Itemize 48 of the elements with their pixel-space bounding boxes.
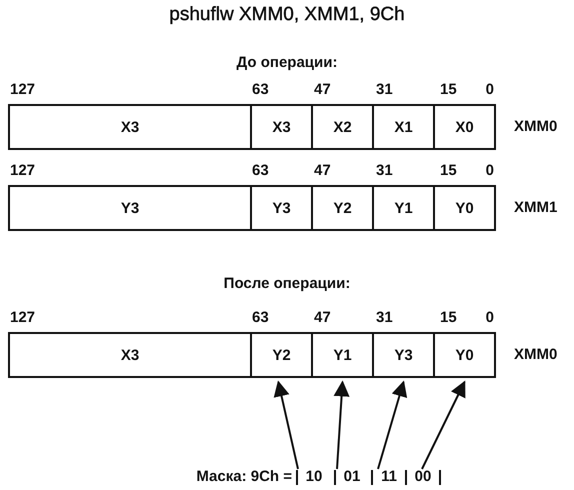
- register-name: XMM0: [514, 346, 558, 364]
- register-field: Y2: [311, 185, 374, 231]
- register-field: X1: [372, 104, 435, 150]
- arrow: [334, 380, 350, 470]
- bit-index: 0: [486, 309, 494, 327]
- register-field: Y1: [372, 185, 435, 231]
- bit-index: 47: [314, 309, 331, 327]
- bit-index: 127: [10, 309, 36, 327]
- bit-index: 15: [440, 309, 457, 327]
- bit-index: 0: [486, 162, 494, 180]
- bit-index: 47: [314, 162, 331, 180]
- arrow: [377, 380, 408, 470]
- register-field: Y1: [311, 332, 374, 378]
- bit-index: 47: [314, 81, 331, 99]
- bit-index: 31: [376, 309, 393, 327]
- bit-index: 0: [486, 81, 494, 99]
- register-field: X3: [250, 104, 313, 150]
- bit-index: 31: [376, 81, 393, 99]
- arrow: [421, 380, 466, 470]
- arrow: [274, 380, 299, 470]
- mask-bits: 10: [306, 468, 322, 486]
- register-field: Y3: [372, 332, 435, 378]
- register-field: X0: [433, 104, 496, 150]
- bit-index: 15: [440, 81, 457, 99]
- register-field: X3: [8, 332, 252, 378]
- register-field: X3: [8, 104, 252, 150]
- bit-index: 31: [376, 162, 393, 180]
- mask-bits: 00: [414, 468, 432, 486]
- bit-index: 127: [10, 162, 36, 180]
- register-field: Y3: [250, 185, 313, 231]
- bit-index: 63: [252, 162, 269, 180]
- bit-index: 63: [252, 309, 269, 327]
- register-field: Y0: [433, 332, 496, 378]
- register-field: Y2: [250, 332, 313, 378]
- register-field: X2: [311, 104, 374, 150]
- bit-index: 15: [440, 162, 457, 180]
- section-heading: До операции:: [236, 54, 338, 72]
- register-field: Y3: [8, 185, 252, 231]
- mask-bits: 11: [381, 468, 397, 486]
- bit-index: 63: [252, 81, 269, 99]
- register-field: Y0: [433, 185, 496, 231]
- mask-label: Маска: 9Ch =: [196, 468, 292, 486]
- section-heading: После операции:: [224, 275, 350, 293]
- title: pshuflw XMM0, XMM1, 9Ch: [168, 6, 406, 24]
- register-name: XMM1: [514, 199, 558, 217]
- bit-index: 127: [10, 81, 36, 99]
- mask-bits: 01: [344, 468, 360, 486]
- register-name: XMM0: [514, 118, 558, 136]
